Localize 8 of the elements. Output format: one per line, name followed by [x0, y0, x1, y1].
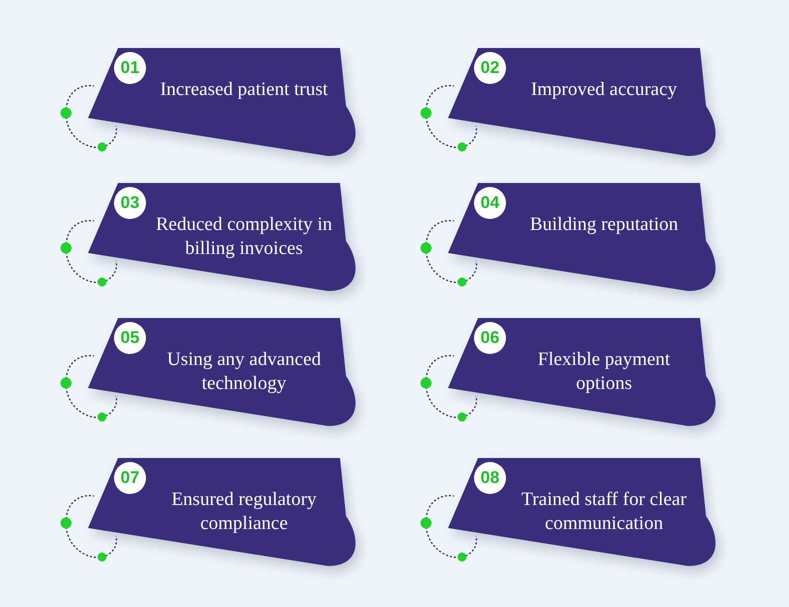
benefit-text: Increased patient trust	[159, 78, 329, 102]
benefit-text: Ensured regulatory compliance	[170, 488, 318, 536]
benefit-text: Reduced complexity in billing invoices	[154, 213, 334, 261]
benefit-text: Improved accuracy	[530, 78, 678, 102]
benefit-text: Flexible payment options	[536, 348, 672, 396]
benefit-text: Building reputation	[528, 213, 680, 237]
benefit-text: Using any advanced technology	[166, 348, 322, 396]
benefit-text: Trained staff for clear communication	[520, 488, 688, 536]
